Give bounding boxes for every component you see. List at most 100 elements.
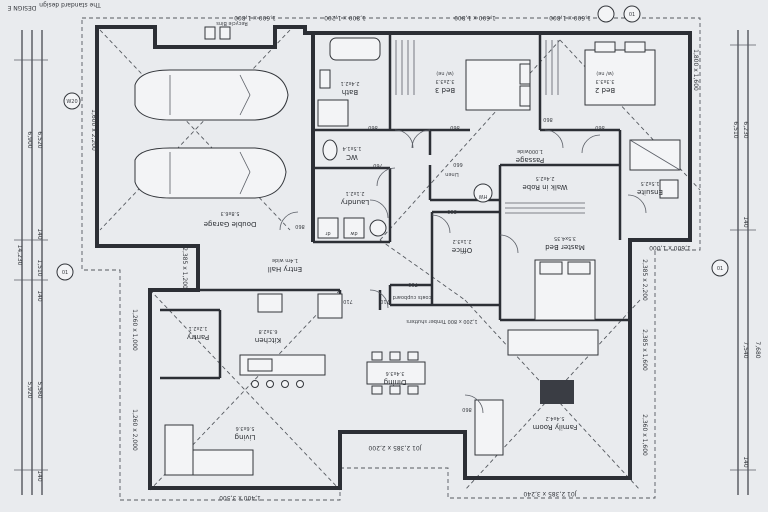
recycle-label: Recycle Bins — [216, 20, 248, 26]
section-bubble-top-right: 01 — [597, 5, 641, 23]
office-label: Office — [452, 246, 472, 254]
door-size-6: 860 — [447, 208, 457, 214]
passage-label: Passage — [516, 156, 545, 164]
wc-size: 1.5x1.4 — [343, 145, 362, 151]
hot-water-icon — [473, 183, 493, 203]
dim-right-b: 2,385 x 1,600 — [641, 329, 648, 371]
dim-left-b: 1,260 x 1,000 — [131, 309, 138, 351]
door-size-11: 860 — [462, 406, 472, 412]
office-size: 2.1x3.2 — [453, 238, 472, 244]
bubble-right-mid-text: 01 — [717, 266, 723, 272]
door-size-5: 860 — [295, 223, 305, 229]
dim-top-2: 1,800 x 1,200 — [324, 14, 366, 21]
door-size-2: 860 — [450, 124, 460, 130]
laundry-size: 2.1x2.1 — [346, 190, 365, 196]
family-size: 5.4x4.2 — [546, 415, 565, 421]
section-bubble-right-mid: 01 — [711, 259, 729, 277]
roof-outline — [81, 17, 701, 501]
dryer-icon — [317, 217, 339, 239]
left-chain-f: 5,560 — [36, 381, 43, 398]
right-chain-b: 6,230 — [742, 121, 749, 138]
basin-icon — [319, 69, 331, 89]
door-size-1: 860 — [368, 124, 378, 130]
ensuite-basin-icon — [659, 179, 679, 199]
right-chain-c: 140 — [742, 216, 749, 228]
dim-right-c: 2,360 x 1,600 — [641, 414, 648, 456]
dim-bottom-3: J01 2,385 x 3,240 — [523, 490, 577, 497]
wc-label: WC — [346, 153, 358, 161]
bar-stools — [251, 380, 304, 388]
bed-2-furniture — [584, 41, 656, 106]
dim-top-3: 1,600 x 1,800 — [454, 14, 496, 21]
fridge-icon — [317, 293, 343, 319]
garage-label: Double Garage — [204, 220, 257, 228]
door-size-10: 700 — [408, 281, 418, 287]
garage-size: 5.8x6.3 — [221, 210, 240, 216]
dim-left-a: 2,385 x 1,200 — [181, 247, 188, 289]
ensuite-size: 1.5x2.5 — [641, 180, 660, 186]
dim-window-1600: 1,600 x 1,000 — [649, 244, 691, 251]
door-size-8: 710 — [343, 298, 353, 304]
car-bottom-icon — [134, 147, 287, 199]
bed2-robe: (w/ ne) — [596, 70, 614, 76]
dim-right-a: 2,385 x 2,200 — [641, 259, 648, 301]
right-chain-d: 7,540 — [742, 341, 749, 358]
door-size-7: 660 — [453, 161, 463, 167]
dim-top-right: 1,800 x 1,600 — [692, 49, 699, 91]
master-label: Master Bed — [545, 243, 585, 251]
laundry-tub-icon — [369, 219, 387, 237]
walkin-size: 2.4x2.5 — [536, 175, 555, 181]
bed3-robe: (w/ ne) — [436, 70, 454, 76]
family-sofa-icon — [507, 329, 599, 356]
dining-label: Dining — [384, 378, 407, 386]
master-size: 3.5x4.35 — [554, 235, 576, 241]
garage-cars — [134, 69, 289, 199]
bubble-top-right-text: 01 — [629, 12, 635, 18]
family-rug-icon — [540, 380, 574, 404]
right-chain-a: 6,510 — [732, 121, 739, 138]
washer-icon — [343, 217, 365, 239]
left-dimension-lines — [14, 30, 48, 495]
section-bubble-left-mid: 01 — [56, 263, 74, 281]
door-size-12: 860 — [543, 116, 553, 122]
sink-icon — [247, 358, 273, 372]
left-chain-a: 6,900 — [26, 131, 33, 148]
dining-size: 3.4x3.6 — [386, 370, 405, 376]
living-sofa-2-icon — [192, 449, 254, 476]
interior-walls — [150, 33, 630, 380]
laundry-label: Laundry — [341, 198, 370, 206]
dim-top-1: 1,600 x 1,800 — [234, 14, 276, 21]
bed3-size: 3.2x3.3 — [436, 78, 455, 84]
toilet-icon — [322, 139, 338, 161]
kitchen-size: 6.3x2.8 — [259, 328, 278, 334]
living-label: Living — [235, 433, 256, 441]
pantry-size: 1.2x2.1 — [189, 325, 208, 331]
door-swings — [279, 129, 647, 414]
passage-size: 1.000wide — [517, 148, 543, 154]
left-chain-overall: 14,230 — [16, 245, 23, 266]
bed2-label: Bed 2 — [595, 86, 615, 94]
left-chain-h: 140 — [36, 470, 43, 482]
living-size: 5.6x3.6 — [236, 425, 255, 431]
left-chain-g: 5,920 — [26, 381, 33, 398]
bed2-size: 3.3x3.3 — [596, 78, 615, 84]
header-note: The standard design — [39, 1, 102, 8]
bubble-left-top-text: W20 — [66, 99, 77, 105]
right-dimension-lines — [730, 30, 756, 495]
dim-bottom-2: 1,400 x 3,500 — [219, 494, 261, 501]
header-design: DESIGN E — [7, 4, 36, 11]
dim-bottom-1: J01 2,385 x 2,200 — [368, 444, 422, 451]
left-chain-e: 140 — [36, 290, 43, 302]
vanity-icon — [317, 99, 349, 127]
entry-label: Entry Hall — [268, 265, 302, 273]
bed-3-furniture — [465, 59, 531, 111]
bubble-left-mid-text: 01 — [62, 270, 68, 276]
kitchen-label: Kitchen — [255, 336, 281, 344]
master-bed-furniture — [534, 259, 596, 321]
dining-table-icon — [366, 351, 426, 395]
left-chain-c: 140 — [36, 228, 43, 240]
dim-left-c: 1,260 x 2,000 — [131, 409, 138, 451]
wardrobe-hatching — [395, 40, 585, 214]
